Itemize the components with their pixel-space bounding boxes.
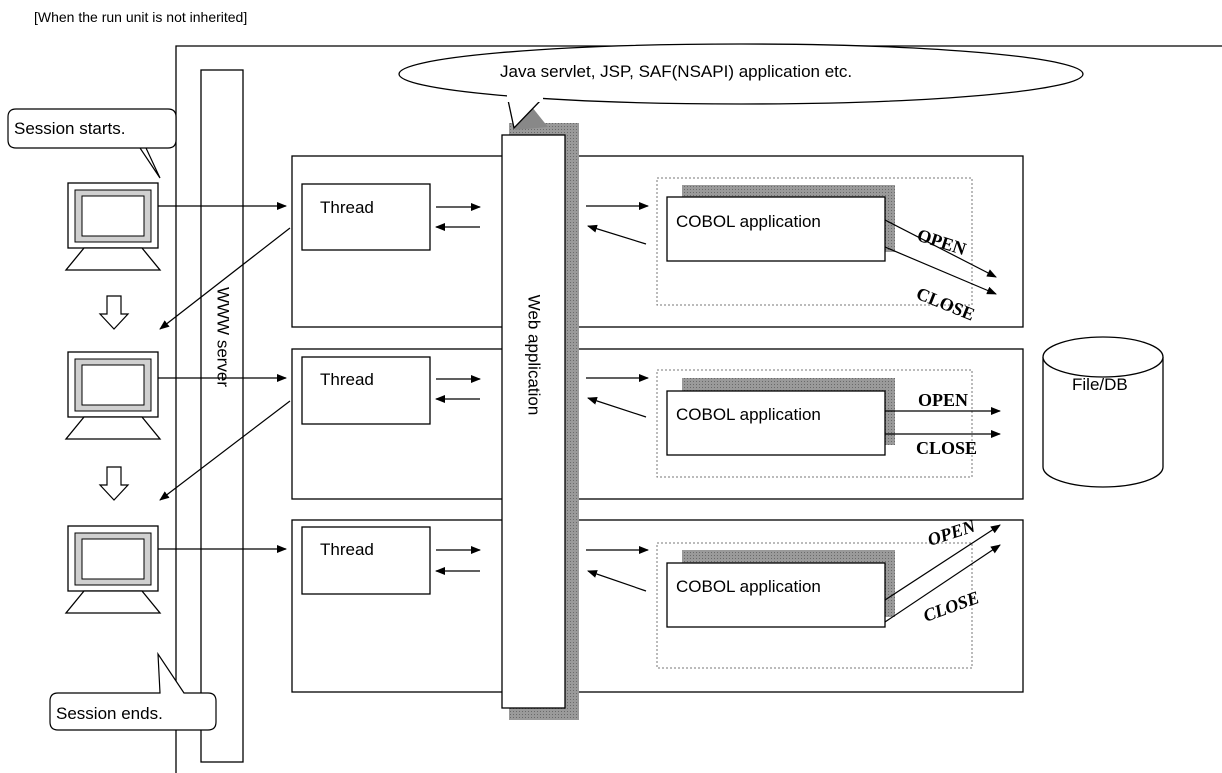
web-application-column <box>501 134 566 709</box>
session-start-callout <box>7 108 177 179</box>
cobol-box-2 <box>666 390 886 456</box>
close-label-2: CLOSE <box>916 438 977 458</box>
file-db-label: File/DB <box>1072 375 1128 394</box>
cobol-run-unit-frame-1 <box>656 177 973 306</box>
open-arrow-1 <box>884 219 997 278</box>
cobol-label-1: COBOL application <box>676 212 821 231</box>
thread-box-1 <box>301 183 431 251</box>
session-end-callout <box>49 651 217 731</box>
down-arrow-1 <box>98 295 130 330</box>
cobol-label-2: COBOL application <box>676 405 821 424</box>
thread-label-1: Thread <box>320 198 374 217</box>
cobol-label-3: COBOL application <box>676 577 821 596</box>
servlet-callout-tail-outline <box>507 99 541 130</box>
client-computer-2 <box>64 351 162 440</box>
close-arrow-1 <box>884 246 997 295</box>
file-db-cylinder <box>1042 336 1164 488</box>
client-computer-1 <box>64 182 162 271</box>
close-arrow-3 <box>884 544 1001 623</box>
thread-label-3: Thread <box>320 540 374 559</box>
cobol-to-webapp-arrow-1 <box>587 224 647 245</box>
cobol-box-1 <box>666 196 886 262</box>
thread-label-2: Thread <box>320 370 374 389</box>
www-server-label: WWW server <box>214 287 233 387</box>
cobol-run-unit-frame-3 <box>656 542 973 669</box>
diagram-caption: [When the run unit is not inherited] <box>34 9 247 25</box>
thread-box-3 <box>301 526 431 595</box>
session-end-text: Session ends. <box>56 704 163 723</box>
thread-box-2 <box>301 356 431 425</box>
www-server-column <box>200 69 244 763</box>
client-computer-3 <box>64 525 162 614</box>
cobol-box-3 <box>666 562 886 628</box>
session-start-text: Session starts. <box>14 119 126 138</box>
servlet-callout <box>398 43 1084 105</box>
servlet-tail-cover <box>507 95 543 102</box>
cobol-run-unit-frame-2 <box>656 369 973 478</box>
servlet-callout-text: Java servlet, JSP, SAF(NSAPI) applicatio… <box>500 62 852 81</box>
response-arrow-2 <box>159 400 291 501</box>
down-arrow-2 <box>98 466 130 501</box>
response-arrow-1 <box>159 227 291 330</box>
cobol-to-webapp-arrow-3 <box>587 570 647 592</box>
web-application-label: Web application <box>525 295 544 416</box>
open-label-2: OPEN <box>918 390 968 410</box>
open-arrow-3 <box>884 524 1001 601</box>
cobol-to-webapp-arrow-2 <box>587 397 647 418</box>
